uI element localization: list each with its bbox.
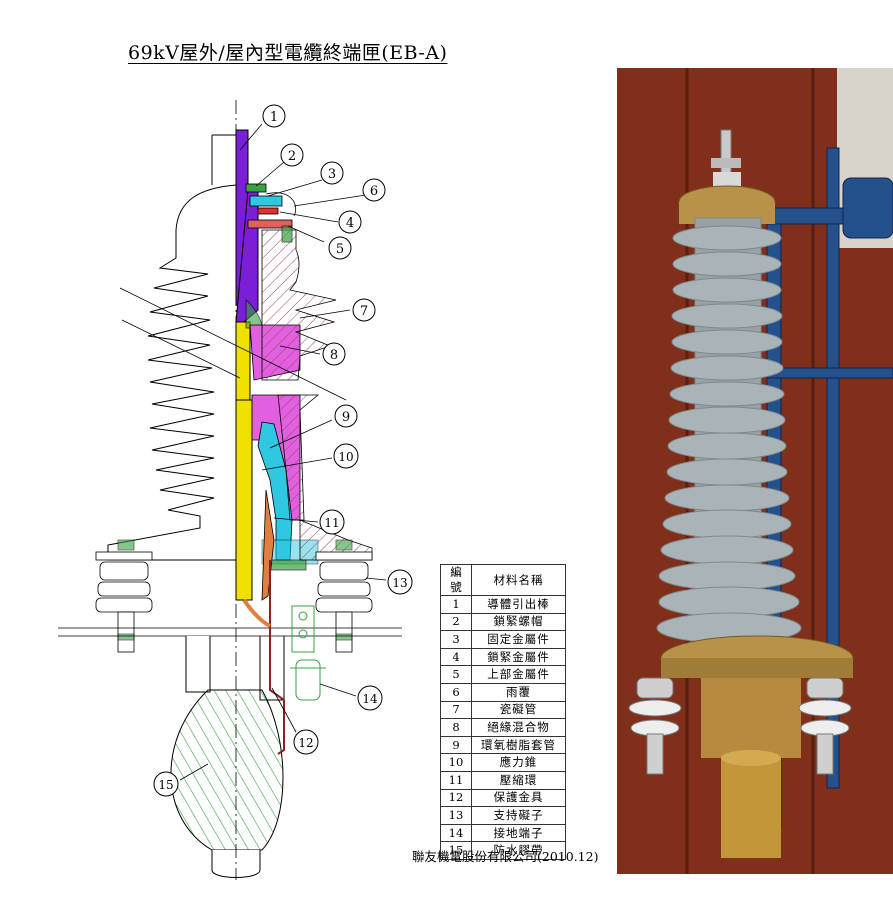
section-lines	[119, 100, 347, 880]
svg-text:2: 2	[288, 149, 296, 164]
svg-text:10: 10	[338, 450, 353, 464]
callout-11: 11	[319, 509, 345, 535]
callout-3: 3	[320, 161, 344, 185]
support-insulator-right	[315, 539, 373, 653]
callout-7: 7	[352, 298, 376, 322]
mounting-plate	[58, 627, 402, 637]
callout-leaders	[179, 123, 387, 781]
company-credit: 聯友機電股份有限公司(2010.12)	[412, 849, 599, 864]
svg-text:12: 12	[298, 736, 313, 750]
callout-1: 1	[262, 104, 286, 128]
svg-text:6: 6	[370, 184, 378, 199]
bottom-brass-flange	[660, 635, 854, 858]
svg-text:5: 5	[336, 242, 344, 257]
legend-header-row: 編號 材料名稱	[440, 564, 566, 596]
conductor	[235, 129, 263, 601]
callout-8: 8	[322, 342, 346, 366]
callout-14: 14	[357, 685, 383, 711]
svg-text:14: 14	[362, 692, 378, 706]
protective-fitting	[269, 560, 285, 755]
callout-13: 13	[387, 569, 413, 595]
callout-15: 15	[153, 771, 179, 797]
svg-text:1: 1	[270, 110, 278, 125]
svg-text:9: 9	[342, 410, 350, 425]
page-title: 69kV屋外/屋內型電纜終端匣(EB-A)	[128, 42, 448, 64]
svg-text:13: 13	[392, 576, 407, 590]
photo-support-insulators	[628, 677, 852, 775]
callout-5: 5	[328, 236, 352, 260]
svg-text:15: 15	[158, 778, 173, 792]
callout-10: 10	[333, 443, 359, 469]
callout-4: 4	[338, 210, 362, 234]
callout-9: 9	[334, 404, 358, 428]
svg-text:11: 11	[324, 516, 339, 530]
cable-lower	[170, 636, 285, 878]
callout-12: 12	[293, 729, 319, 755]
legend-header-name: 材料名稱	[471, 564, 566, 596]
callout-2: 2	[280, 143, 304, 167]
callout-markers: 1 2 3 6 4 5 7 8 9 10 11 13 14 12 15	[153, 104, 413, 797]
grounding-terminal	[290, 605, 326, 701]
svg-text:7: 7	[360, 304, 368, 319]
termination-photo	[617, 68, 893, 874]
legend-header-no: 編號	[440, 564, 472, 596]
svg-text:8: 8	[330, 348, 338, 363]
top-hardware	[245, 183, 296, 243]
bottom-flange	[261, 489, 373, 601]
svg-text:3: 3	[328, 167, 336, 182]
callout-6: 6	[362, 178, 386, 202]
support-insulator-left	[95, 539, 153, 653]
svg-text:4: 4	[346, 216, 354, 231]
cable-termination-diagram: 1 2 3 6 4 5 7 8 9 10 11 13 14 12 15	[58, 100, 413, 880]
porcelain-sheds	[656, 217, 802, 644]
porcelain-section	[261, 229, 337, 521]
porcelain-outline	[107, 134, 237, 561]
